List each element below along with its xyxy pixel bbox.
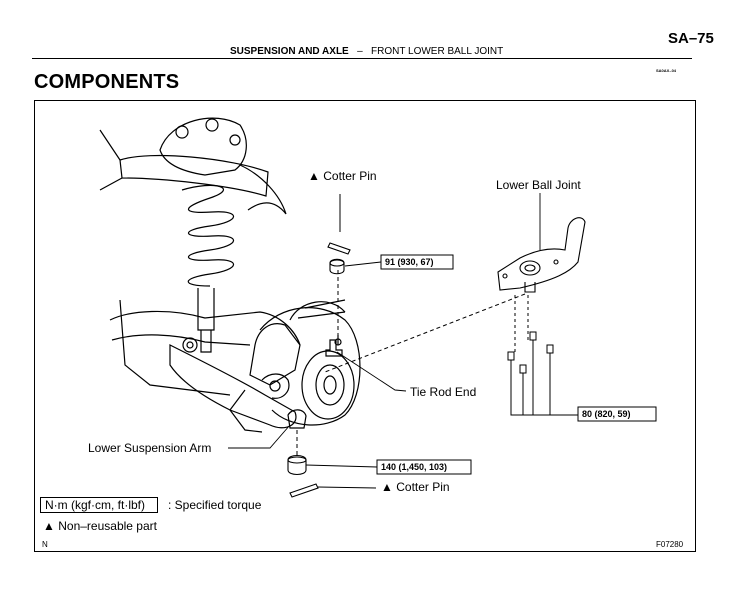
section-separator: – (357, 46, 363, 57)
bolt-bracket-lines (510, 360, 578, 416)
suspension-drawing (99, 117, 361, 433)
cotter-pin-top-text: Cotter Pin (323, 169, 377, 183)
figure-code: SA0AX–04 (656, 68, 677, 73)
torque-box-ball-joint-nut (376, 459, 472, 475)
diagram-frame (34, 100, 696, 552)
torque-box-ball-joint-bolts (577, 406, 657, 422)
legend-unit-box (40, 497, 158, 513)
label-lower-suspension-arm: Lower Suspension Arm (88, 441, 212, 455)
label-lower-ball-joint: Lower Ball Joint (496, 178, 581, 192)
nonreusable-triangle-icon: ▲ (308, 169, 320, 183)
section-header: SUSPENSION AND AXLE – FRONT LOWER BALL J… (230, 46, 503, 57)
lower-nut-cotter-drawing (287, 454, 319, 498)
label-tie-rod-end: Tie Rod End (410, 385, 477, 399)
cotter-pin-top-drawing (327, 242, 351, 275)
page-number: SA–75 (668, 30, 714, 47)
nonreusable-triangle-icon: ▲ (381, 480, 393, 494)
torque-ball-joint-bolts: 80 (820, 59) (582, 409, 631, 419)
ball-joint-bolts-drawing (507, 331, 554, 390)
legend-unit-desc: : Specified torque (168, 498, 262, 512)
legend-nonreusable: ▲ Non–reusable part (43, 519, 157, 533)
header-rule (32, 58, 692, 59)
torque-ball-joint-nut: 140 (1,450, 103) (381, 462, 448, 472)
nonreusable-triangle-icon: ▲ (43, 519, 55, 533)
page-title: COMPONENTS (34, 71, 180, 93)
section-title: SUSPENSION AND AXLE (230, 46, 349, 57)
cotter-pin-bottom-text: Cotter Pin (396, 480, 450, 494)
lower-ball-joint-drawing (497, 217, 586, 293)
subsection-title: FRONT LOWER BALL JOINT (370, 46, 504, 57)
torque-box-tie-rod (380, 254, 454, 270)
torque-tie-rod-nut: 91 (930, 67) (385, 257, 434, 267)
label-cotter-pin-top: ▲ Cotter Pin (308, 169, 377, 183)
legend-unit-text: N·m (kgf·cm, ft·lbf) (45, 498, 145, 512)
leader-lines (228, 193, 541, 489)
footer-left-code: N (42, 540, 48, 549)
legend-nonreusable-desc: Non–reusable part (58, 519, 157, 533)
footer-figure-number: F07280 (656, 540, 684, 549)
label-cotter-pin-bottom: ▲ Cotter Pin (381, 480, 450, 494)
